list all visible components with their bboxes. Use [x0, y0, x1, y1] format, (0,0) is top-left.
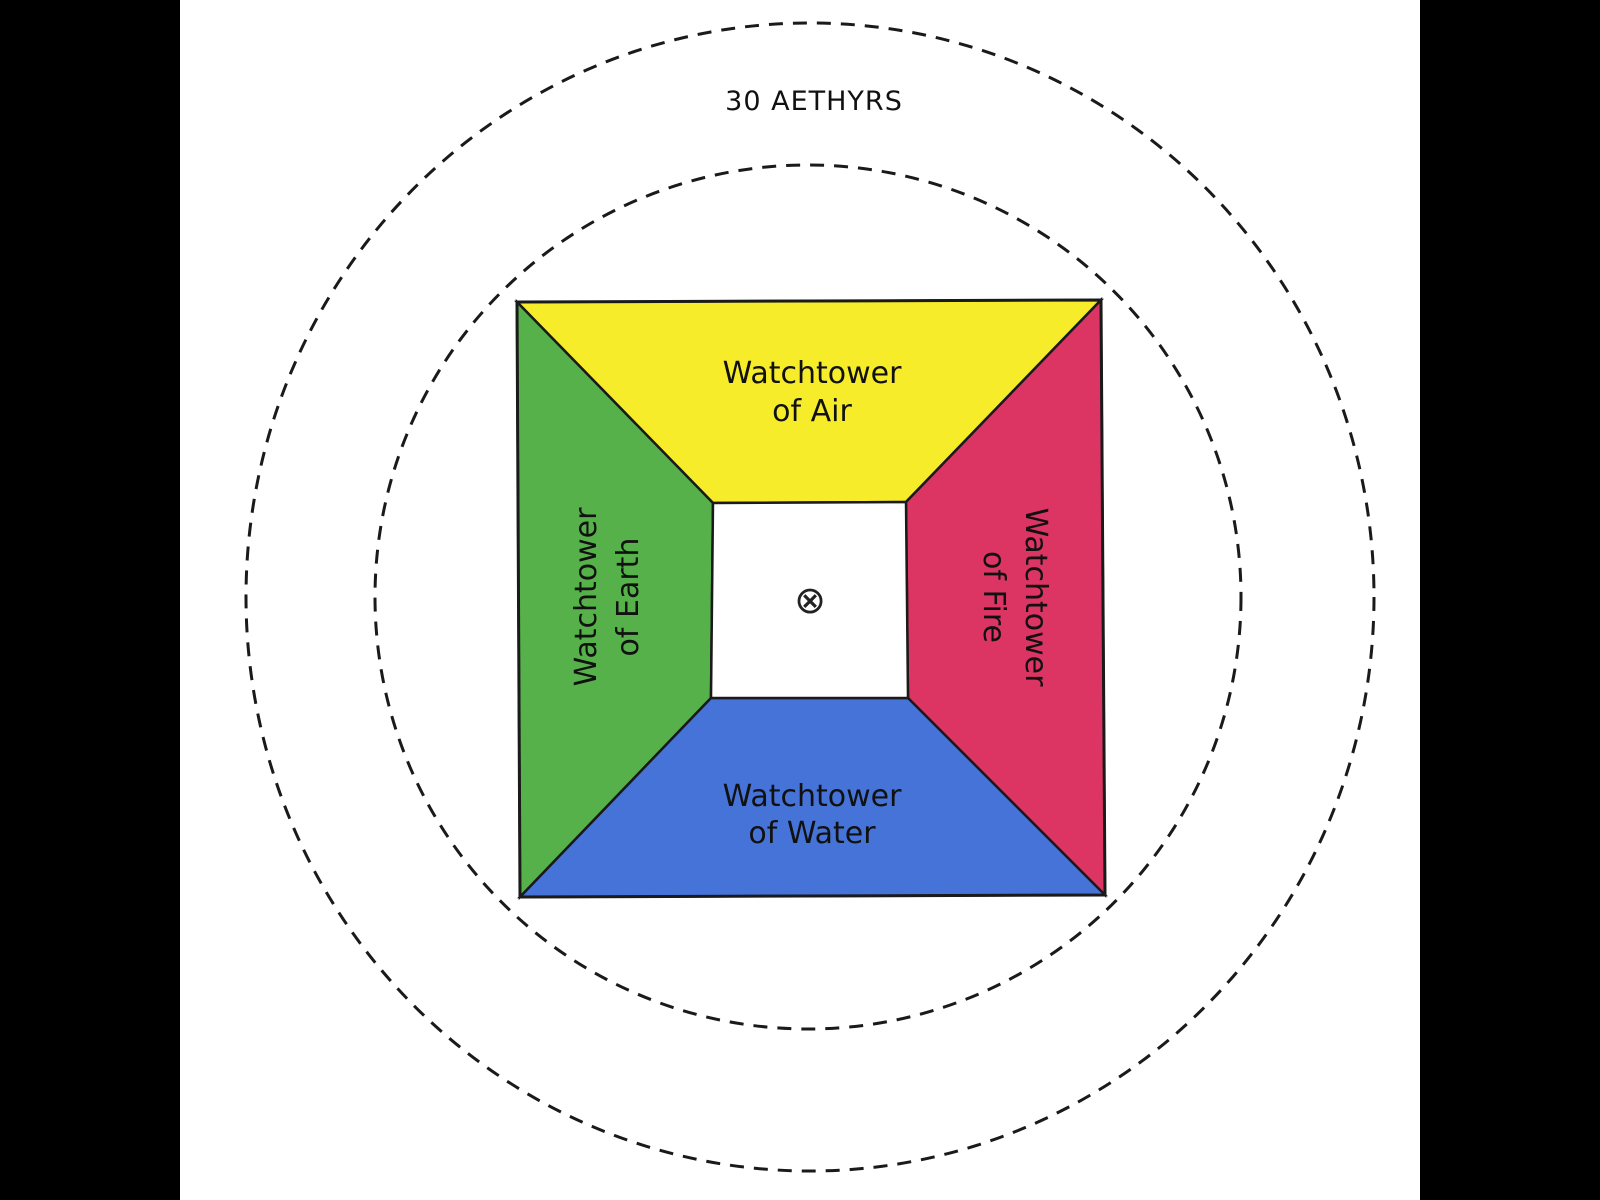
inner-dashed-ring — [373, 163, 1243, 1031]
outer-dashed-ring — [244, 21, 1376, 1173]
center-square — [709, 500, 910, 700]
watchtower-air-label-line1: Watchtower — [723, 356, 903, 391]
aethyrs-label: 30 AETHYRS — [725, 86, 903, 117]
watchtower-earth-label-line2: of Earth — [611, 538, 646, 657]
watchtower-fire-label-line1: Watchtower — [1018, 508, 1053, 688]
center-cross-circle-icon: ⊗ — [794, 578, 826, 622]
watchtower-water-label-line2: of Water — [748, 816, 876, 851]
watchtower-earth-label-line1: Watchtower — [569, 507, 604, 687]
watchtower-water-label-line1: Watchtower — [723, 779, 903, 814]
watchtower-air-label-line2: of Air — [772, 394, 852, 429]
watchtower-fire-label-line2: of Fire — [976, 551, 1011, 643]
outer-square-outline — [515, 298, 1107, 899]
